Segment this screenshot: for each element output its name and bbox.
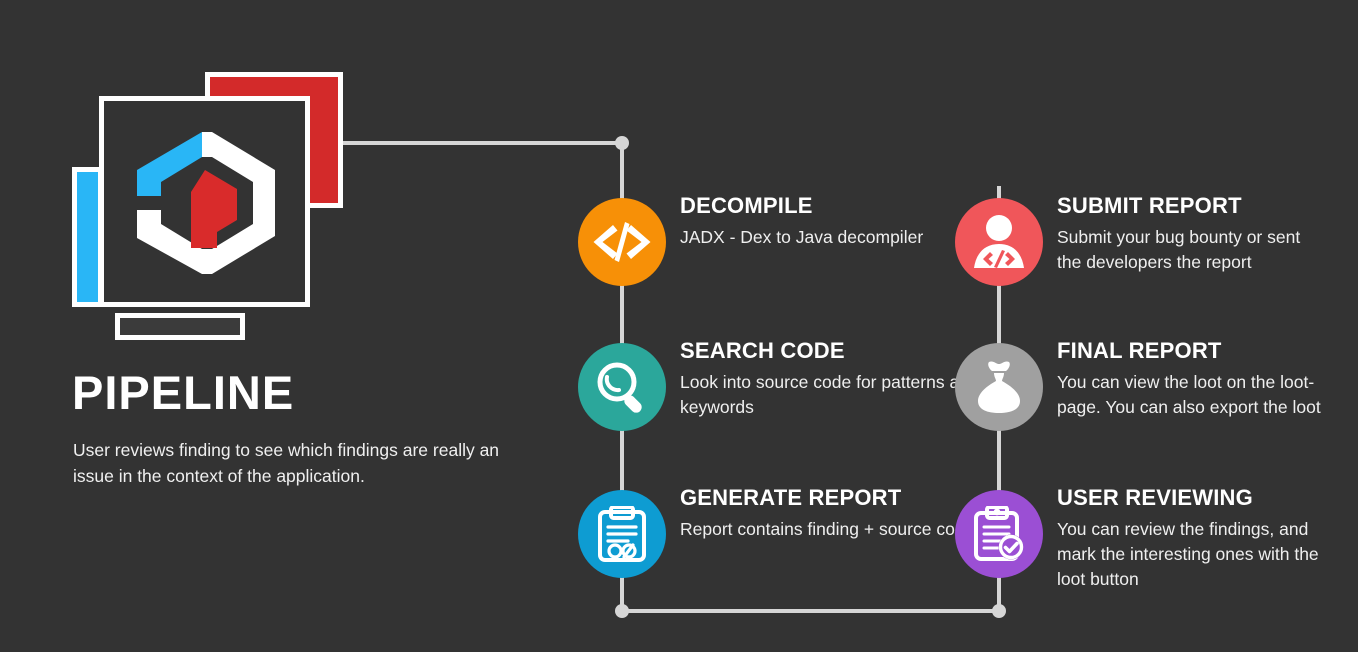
step-bubble-final-report[interactable]	[955, 343, 1043, 431]
developer-person-icon	[974, 215, 1024, 268]
magnifier-icon	[597, 362, 642, 413]
step-title-decompile: DECOMPILE	[680, 193, 813, 218]
step-title-user-reviewing: USER REVIEWING	[1057, 485, 1253, 510]
connector-dot-bottom-left	[615, 604, 629, 618]
step-title-search-code: SEARCH CODE	[680, 338, 845, 363]
step-bubble-submit-report[interactable]	[955, 198, 1043, 286]
step-description-submit-report: Submit your bug bounty or sent the devel…	[1057, 227, 1301, 273]
step-body-decompile: DECOMPILE JADX - Dex to Java decompiler	[680, 193, 980, 250]
step-title-final-report: FINAL REPORT	[1057, 338, 1222, 363]
step-body-final-report: FINAL REPORT You can view the loot on th…	[1057, 338, 1327, 420]
hexagon-logo-icon	[137, 132, 275, 274]
code-tag-icon	[593, 222, 651, 262]
step-bubble-generate-report[interactable]	[578, 490, 666, 578]
step-body-user-reviewing: USER REVIEWING You can review the findin…	[1057, 485, 1327, 592]
step-body-search-code: SEARCH CODE Look into source code for pa…	[680, 338, 980, 420]
step-bubble-decompile[interactable]	[578, 198, 666, 286]
connector-dot-bottom-right	[992, 604, 1006, 618]
connector-dot-top	[615, 136, 629, 150]
step-description-final-report: You can view the loot on the loot-page. …	[1057, 372, 1321, 418]
step-description-user-reviewing: You can review the findings, and mark th…	[1057, 519, 1319, 589]
step-description-search-code: Look into source code for patterns and k…	[680, 372, 979, 418]
clipboard-check-icon	[974, 506, 1024, 561]
step-title-submit-report: SUBMIT REPORT	[1057, 193, 1242, 218]
loot-bag-icon	[978, 361, 1020, 413]
step-bubble-search-code[interactable]	[578, 343, 666, 431]
stack-card-dark	[115, 313, 245, 340]
step-body-generate-report: GENERATE REPORT Report contains finding …	[680, 485, 980, 542]
step-bubble-user-reviewing[interactable]	[955, 490, 1043, 578]
step-body-submit-report: SUBMIT REPORT Submit your bug bounty or …	[1057, 193, 1327, 275]
page-description: User reviews finding to see which findin…	[73, 440, 500, 486]
step-description-decompile: JADX - Dex to Java decompiler	[680, 227, 924, 248]
step-title-generate-report: GENERATE REPORT	[680, 485, 902, 510]
step-description-generate-report: Report contains finding + source code	[680, 519, 975, 540]
page-title: PIPELINE	[72, 366, 295, 419]
stack-card-blue	[72, 167, 103, 307]
clipboard-chart-icon	[598, 506, 646, 562]
